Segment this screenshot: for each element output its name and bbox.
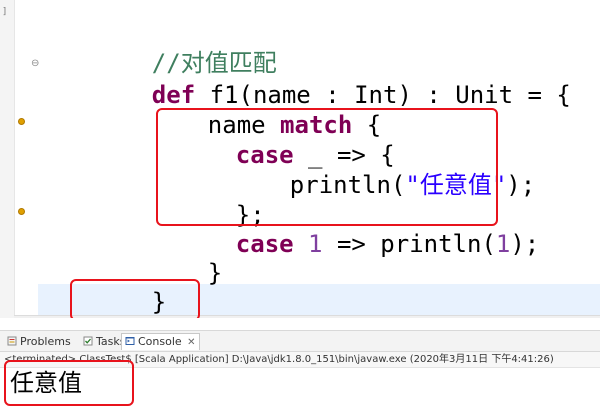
tab-tasks[interactable]: Tasks (80, 334, 128, 350)
tab-problems[interactable]: Problems (4, 334, 74, 350)
keyword-def: def (151, 81, 196, 109)
case-arrow-println: => println( (322, 230, 496, 258)
code-line-close-def[interactable]: } (94, 257, 166, 318)
code-line-case-wildcard[interactable]: case _ => { (178, 110, 395, 200)
annotation-box-case-block (156, 108, 498, 226)
println-call-close: ); (506, 171, 536, 199)
console-process-header: <terminated> ClassTest$ [Scala Applicati… (0, 352, 600, 368)
tasks-icon (83, 336, 93, 346)
occurrence-marker-icon[interactable] (18, 208, 25, 215)
number-literal: 1 (308, 230, 323, 258)
console-icon (125, 337, 135, 345)
code-line-comment[interactable]: //对值匹配 (94, 18, 277, 108)
gutter-marker: ] (2, 7, 8, 17)
println-call-open: println( (289, 171, 406, 199)
code-editor[interactable]: ] ⊖ //对值匹配 def f1(name : Int) : Unit = {… (0, 0, 600, 318)
close-match-brace: } (207, 259, 223, 287)
match-subject: name (207, 111, 281, 139)
code-line-close-match[interactable]: } (150, 228, 222, 318)
code-line-def[interactable]: def f1(name : Int) : Unit = { (94, 50, 571, 140)
views-tab-bar: Problems Tasks Console ✕ (0, 330, 600, 352)
code-line-println[interactable]: println("任意值"); (232, 140, 535, 230)
comment-text: //对值匹配 (151, 49, 277, 77)
close-icon[interactable]: ✕ (187, 337, 196, 348)
fold-collapse-icon[interactable]: ⊖ (31, 58, 40, 69)
console-output-text: 任意值 (10, 369, 82, 397)
horizontal-scrollbar[interactable] (14, 315, 600, 318)
console-output-area[interactable] (0, 368, 600, 418)
tab-console[interactable]: Console ✕ (121, 333, 200, 350)
code-line-case-one[interactable]: case 1 => println(1); (178, 199, 539, 289)
code-line-match[interactable]: name match { (150, 80, 381, 170)
close-def-brace: } (151, 288, 167, 316)
tab-label: Problems (20, 335, 71, 348)
editor-left-gutter: ] (0, 0, 15, 318)
tab-label: Tasks (96, 335, 126, 348)
match-open-brace: { (352, 111, 382, 139)
scroll-left-icon[interactable]: < (24, 316, 32, 318)
string-literal: "任意值" (405, 171, 507, 199)
keyword-case: case (235, 141, 294, 169)
annotation-box-function-call (70, 279, 200, 318)
tab-label: Console (138, 335, 182, 348)
keyword-case: case (235, 230, 294, 258)
number-literal: 1 (495, 230, 511, 258)
annotation-box-console-output (4, 360, 134, 406)
def-signature: f1(name : Int) : Unit = { (195, 81, 571, 109)
case-wildcard-pattern: _ => { (293, 141, 395, 169)
space (294, 230, 308, 258)
occurrence-marker-icon[interactable] (18, 118, 25, 125)
problems-icon (7, 336, 17, 346)
current-line-highlight (38, 284, 600, 316)
case-call-close: ); (510, 230, 540, 258)
keyword-match: match (280, 111, 353, 139)
